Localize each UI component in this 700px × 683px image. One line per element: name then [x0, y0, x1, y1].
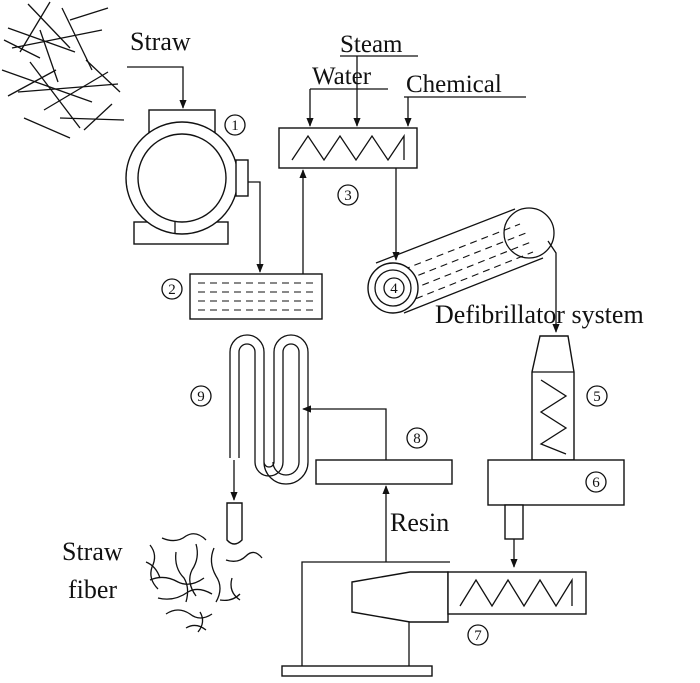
step-4-marker: 4 [383, 277, 405, 299]
svg-text:5: 5 [593, 389, 601, 405]
svg-text:8: 8 [413, 431, 421, 447]
step-7-marker: 7 [467, 624, 489, 646]
step-9-marker: 9 [190, 385, 212, 407]
resin-mixer-plate [315, 459, 453, 485]
svg-text:7: 7 [474, 628, 482, 644]
step-5-marker: 5 [586, 385, 608, 407]
step-6-marker: 6 [585, 471, 607, 493]
defibrillator-system-label: Defibrillator system [435, 300, 644, 329]
svg-text:1: 1 [231, 118, 239, 134]
chemical-label: Chemical [406, 71, 502, 98]
steam-label: Steam [340, 31, 403, 58]
crusher-to-tank-arrow [248, 181, 264, 273]
outlet-nozzle [226, 502, 243, 545]
straw-label: Straw [130, 27, 191, 56]
steam-heater [278, 127, 418, 169]
mixer-to-dryer-arrow [302, 405, 387, 460]
conveyor-to-defibrillator-arrow [547, 240, 560, 333]
resin-label: Resin [390, 508, 449, 537]
soaking-tank [189, 273, 323, 320]
step-2-marker: 2 [161, 278, 183, 300]
straw-fiber-label-line2: fiber [68, 575, 117, 604]
extruder-unit [281, 561, 587, 677]
step-3-marker: 3 [337, 184, 359, 206]
svg-text:9: 9 [197, 389, 205, 405]
straw-pile-icon [1, 1, 125, 139]
svg-text:6: 6 [592, 475, 600, 491]
straw-fiber-label-line1: Straw [62, 537, 123, 566]
svg-text:3: 3 [344, 188, 352, 204]
svg-text:4: 4 [390, 281, 398, 297]
conveyor-cylinder [367, 207, 555, 314]
step-1-marker: 1 [224, 114, 246, 136]
serpentine-dryer [229, 334, 309, 485]
straw-fiber-icon [145, 533, 263, 633]
crusher-unit [125, 109, 249, 245]
svg-text:2: 2 [168, 282, 176, 298]
straw-feed-arrow [127, 66, 187, 109]
water-label: Water [312, 63, 372, 90]
step-8-marker: 8 [406, 427, 428, 449]
defibrillator-unit [487, 335, 625, 548]
